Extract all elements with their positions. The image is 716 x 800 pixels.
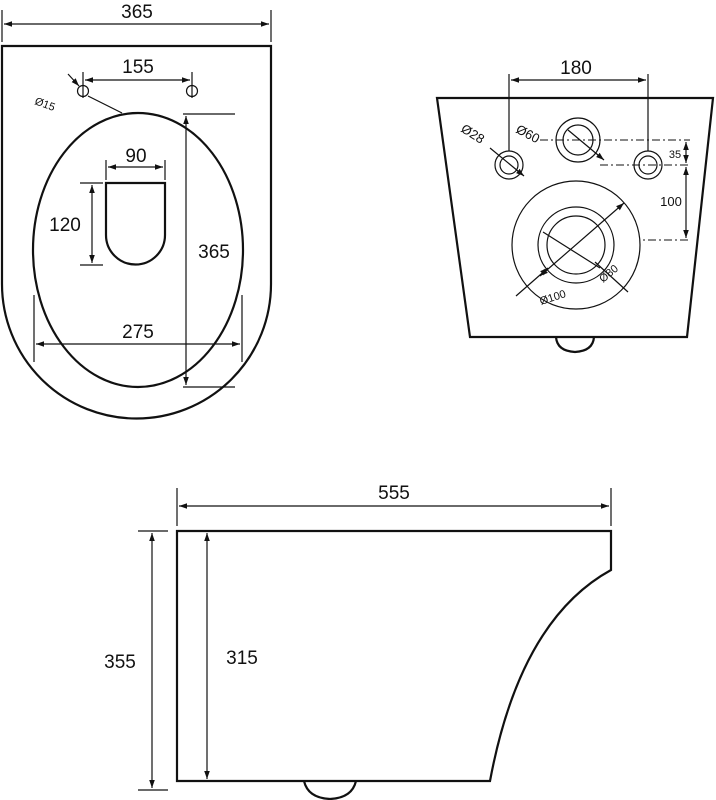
outlet-inner-diameter-leader	[594, 261, 629, 293]
offset-35-label: 35	[669, 149, 681, 161]
bowl-width-label: 275	[122, 322, 154, 343]
bolt-diameter-label: Ø28	[458, 121, 487, 147]
hole-diameter-label: Ø15	[33, 96, 57, 114]
rear-view-outline	[435, 96, 715, 339]
side-view: 555 355 315	[104, 483, 613, 800]
rear-foot	[554, 336, 596, 354]
mounting-hole-right	[185, 84, 199, 98]
outlet-opening	[104, 181, 167, 266]
hole-diameter-leader	[67, 73, 80, 87]
total-height-label: 355	[104, 652, 136, 673]
outlet-inner-diameter-leader	[539, 202, 625, 277]
inlet-diameter-label: Ø60	[514, 121, 543, 146]
length-label: 555	[378, 483, 410, 504]
rear-view: 180 Ø60 Ø28 35 100 Ø80 Ø100	[435, 58, 715, 354]
top-view: 365 155 Ø15 365 90	[0, 2, 273, 420]
side-view-outline	[175, 529, 613, 783]
outlet-length-label: 120	[49, 215, 81, 236]
outlet-width-label: 90	[125, 146, 146, 167]
hole-spacing-label: 155	[122, 57, 154, 78]
hole-diameter-leader	[87, 95, 123, 114]
outlet-outer-diameter-leader	[515, 267, 549, 297]
top-view-outline	[0, 44, 273, 420]
pipe-spacing-label: 180	[560, 58, 592, 79]
bowl-length-label: 365	[198, 242, 230, 263]
mounting-hole-left	[76, 84, 90, 98]
body-height-label: 315	[226, 648, 258, 669]
side-foot	[302, 780, 358, 800]
inlet-diameter-leader	[567, 129, 605, 161]
overall-width-label: 365	[121, 2, 153, 23]
offset-100-label: 100	[660, 194, 682, 209]
bowl-outline	[31, 111, 245, 389]
bolt-diameter-leader	[489, 147, 525, 177]
